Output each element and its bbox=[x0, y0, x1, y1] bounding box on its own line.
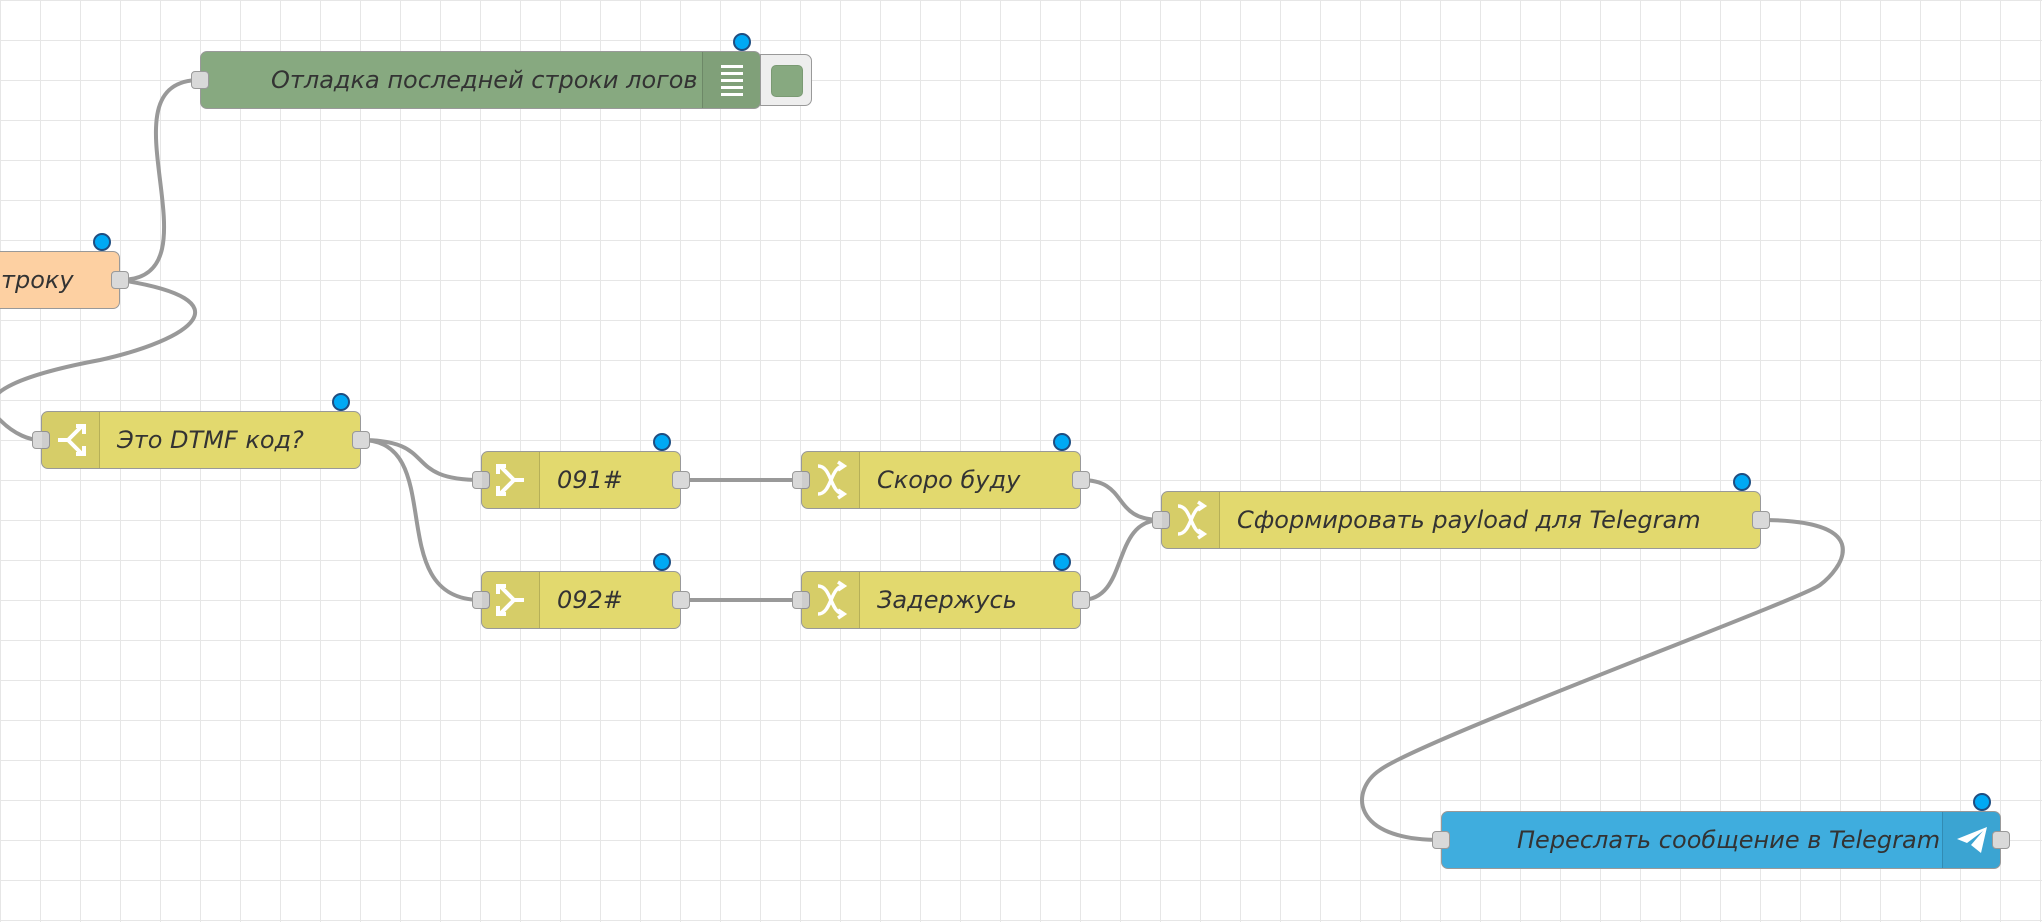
change-soon-input-port[interactable] bbox=[792, 471, 810, 489]
switch-dtmf-output-port[interactable] bbox=[352, 431, 370, 449]
debug-node-label: Отладка последней строки логов bbox=[271, 66, 698, 94]
function-output-port[interactable] bbox=[111, 271, 129, 289]
change-delay-output-port[interactable] bbox=[1072, 591, 1090, 609]
function-status-dot bbox=[93, 233, 111, 251]
switch-092-input-port[interactable] bbox=[472, 591, 490, 609]
debug-input-port[interactable] bbox=[191, 71, 209, 89]
debug-status-dot bbox=[733, 33, 751, 51]
switch-092-output-port[interactable] bbox=[672, 591, 690, 609]
switch-091-label: 091# bbox=[557, 466, 623, 494]
switch-092-status-dot bbox=[653, 553, 671, 571]
telegram-send-node[interactable]: Переслать сообщение в Telegram bbox=[1432, 793, 2010, 869]
change-soon-label: Скоро буду bbox=[877, 466, 1021, 494]
wire-payload-to-telegram[interactable] bbox=[1360, 518, 1845, 842]
telegram-status-dot bbox=[1973, 793, 1991, 811]
wire-soon-to-payload[interactable] bbox=[1080, 478, 1162, 522]
change-payload-status-dot bbox=[1733, 473, 1751, 491]
change-delay-label: Задержусь bbox=[877, 586, 1017, 614]
debug-node[interactable]: Отладка последней строки логов bbox=[191, 33, 761, 109]
change-delay-node[interactable]: Задержусь bbox=[792, 553, 1090, 629]
shuffle-icon bbox=[802, 572, 860, 628]
telegram-input-port[interactable] bbox=[1432, 831, 1450, 849]
switch-icon bbox=[482, 452, 540, 508]
switch-dtmf-label: Это DTMF код? bbox=[117, 426, 304, 454]
debug-toggle-button[interactable] bbox=[760, 54, 812, 106]
telegram-output-port[interactable] bbox=[1992, 831, 2010, 849]
function-node-label: троку bbox=[1, 266, 74, 294]
switch-091-status-dot bbox=[653, 433, 671, 451]
change-delay-status-dot bbox=[1053, 553, 1071, 571]
change-soon-node[interactable]: Скоро буду bbox=[792, 433, 1090, 509]
debug-toggle-indicator bbox=[771, 65, 803, 97]
switch-092-label: 092# bbox=[557, 586, 623, 614]
function-node[interactable]: троку bbox=[0, 233, 129, 309]
change-payload-label: Сформировать payload для Telegram bbox=[1237, 506, 1701, 534]
switch-092-node[interactable]: 092# bbox=[472, 553, 690, 629]
wire-dtmf-to-091[interactable] bbox=[360, 438, 482, 482]
change-payload-input-port[interactable] bbox=[1152, 511, 1170, 529]
wire-function-to-switch-dtmf[interactable] bbox=[0, 278, 197, 442]
switch-091-node[interactable]: 091# bbox=[472, 433, 690, 509]
switch-091-input-port[interactable] bbox=[472, 471, 490, 489]
wire-delay-to-payload[interactable] bbox=[1080, 518, 1162, 602]
telegram-send-label: Переслать сообщение в Telegram bbox=[1517, 826, 1941, 854]
wire-function-to-debug[interactable] bbox=[119, 78, 201, 282]
list-icon bbox=[702, 52, 760, 108]
switch-dtmf-node[interactable]: Это DTMF код? bbox=[32, 393, 370, 469]
change-soon-output-port[interactable] bbox=[1072, 471, 1090, 489]
switch-dtmf-status-dot bbox=[332, 393, 350, 411]
shuffle-icon bbox=[1162, 492, 1220, 548]
change-payload-output-port[interactable] bbox=[1752, 511, 1770, 529]
paper-plane-icon bbox=[1942, 812, 2000, 868]
change-soon-status-dot bbox=[1053, 433, 1071, 451]
wire-dtmf-to-092[interactable] bbox=[360, 438, 482, 602]
change-payload-node[interactable]: Сформировать payload для Telegram bbox=[1152, 473, 1770, 549]
change-delay-input-port[interactable] bbox=[792, 591, 810, 609]
switch-dtmf-input-port[interactable] bbox=[32, 431, 50, 449]
switch-icon bbox=[42, 412, 100, 468]
switch-091-output-port[interactable] bbox=[672, 471, 690, 489]
switch-icon bbox=[482, 572, 540, 628]
shuffle-icon bbox=[802, 452, 860, 508]
